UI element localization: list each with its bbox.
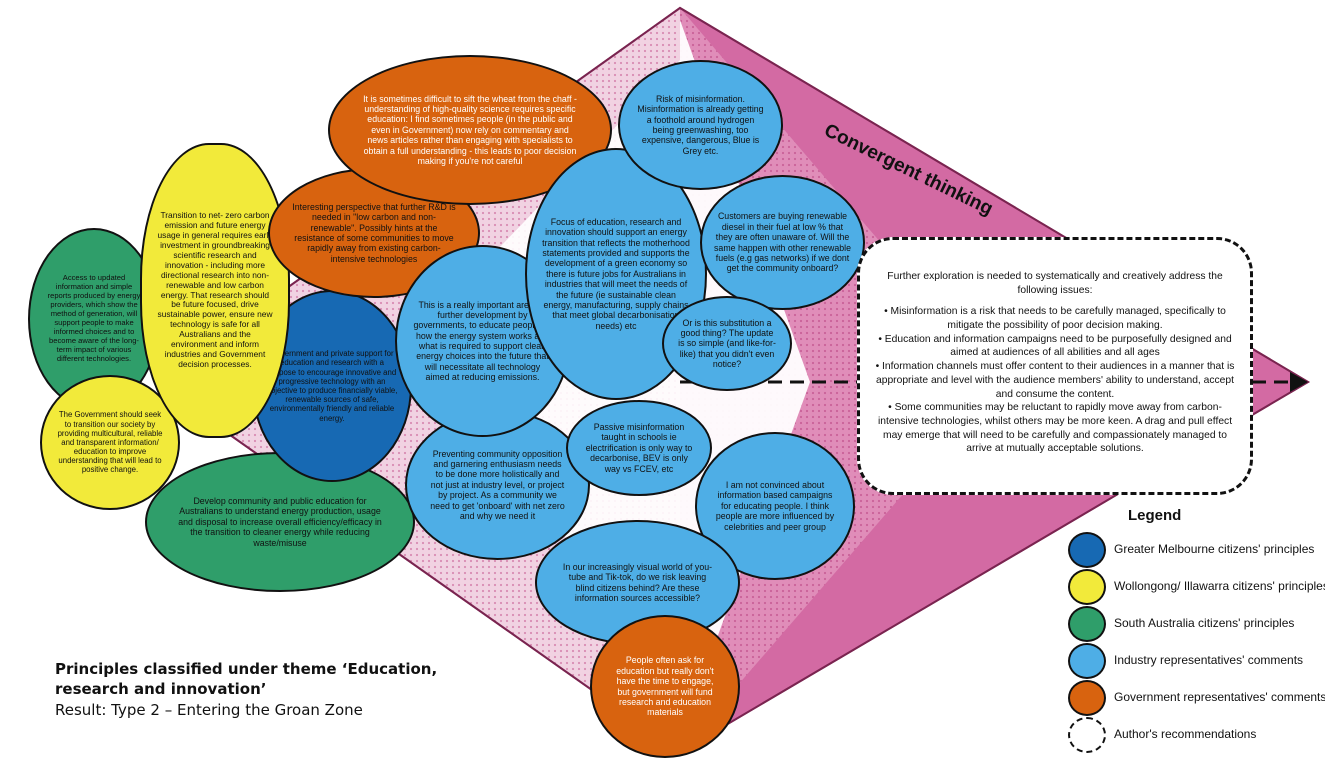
bubble-text: Interesting perspective that further R&D… <box>292 201 456 264</box>
legend-item-south-australia: South Australia citizens' principles <box>1068 606 1325 642</box>
caption-line-2: research and innovation’ <box>55 680 267 698</box>
bubble-text: People often ask for education but reall… <box>616 655 714 718</box>
recommendation-item: Misinformation is a risk that needs to b… <box>874 305 1236 332</box>
legend-label: Industry representatives' comments <box>1114 653 1304 667</box>
legend-item-government: Government representatives' comments <box>1068 680 1325 716</box>
legend-label: Government representatives' comments <box>1114 690 1325 704</box>
bubble-text: Develop community and public education f… <box>178 496 382 548</box>
bubble-text: Focus of education, research and innovat… <box>542 216 690 331</box>
bubble-wollongong-society: The Government should seek to transition… <box>40 375 180 510</box>
legend-swatch <box>1068 569 1106 605</box>
caption-line-3: Result: Type 2 – Entering the Groan Zone <box>55 701 363 719</box>
bubble-text: In our increasingly visual world of you-… <box>562 561 713 603</box>
legend-swatch <box>1068 643 1106 679</box>
bubble-industry-misinformation: Risk of misinformation. Misinformation i… <box>618 60 783 190</box>
author-recommendations-box: Further exploration is needed to systema… <box>857 237 1253 495</box>
legend-swatch <box>1068 606 1106 642</box>
bubble-text: Passive misinformation taught in schools… <box>585 422 693 474</box>
legend-item-wollongong: Wollongong/ Illawarra citizens' principl… <box>1068 569 1325 605</box>
bubble-text: Transition to net- zero carbon emission … <box>157 210 273 369</box>
legend-item-industry: Industry representatives' comments <box>1068 643 1325 679</box>
bubble-industry-passive: Passive misinformation taught in schools… <box>566 400 712 496</box>
legend-item-melbourne: Greater Melbourne citizens' principles <box>1068 532 1325 568</box>
figure-caption: Principles classified under theme ‘Educa… <box>55 659 475 721</box>
legend-swatch <box>1068 680 1106 716</box>
recommendation-item: Education and information campaigns need… <box>874 333 1236 360</box>
bubble-text: The Government should seek to transition… <box>57 410 163 475</box>
legend-label: South Australia citizens' principles <box>1114 616 1295 630</box>
bubble-text: This is a really important area for furt… <box>413 299 552 383</box>
legend-swatch <box>1068 532 1106 568</box>
bubble-industry-customers: Customers are buying renewable diesel in… <box>700 175 865 310</box>
legend-label: Wollongong/ Illawarra citizens' principl… <box>1114 579 1325 593</box>
legend-item-author: Author's recommendations <box>1068 717 1325 753</box>
recommendations-intro: Further exploration is needed to systema… <box>887 271 1223 296</box>
bubble-industry-important: This is a really important area for furt… <box>395 245 570 437</box>
bubble-industry-visual: In our increasingly visual world of you-… <box>535 520 740 645</box>
legend-label: Greater Melbourne citizens' principles <box>1114 542 1315 556</box>
bubble-text: Risk of misinformation. Misinformation i… <box>637 93 764 156</box>
caption-line-1: Principles classified under theme ‘Educa… <box>55 660 438 678</box>
bubble-sa-develop: Develop community and public education f… <box>145 452 415 592</box>
bubble-text: I am not convinced about information bas… <box>715 480 835 532</box>
bubble-gov-time: People often ask for education but reall… <box>590 615 740 758</box>
legend-label: Author's recommendations <box>1114 727 1257 741</box>
bubble-text: Access to updated information and simple… <box>47 273 141 363</box>
bubble-industry-substitution: Or is this substitution a good thing? Th… <box>662 296 792 391</box>
recommendations-list: Misinformation is a risk that needs to b… <box>874 305 1236 456</box>
recommendation-item: Information channels must offer content … <box>874 360 1236 401</box>
arrow-tip <box>1290 372 1308 392</box>
bubble-text: It is sometimes difficult to sift the wh… <box>363 93 577 166</box>
bubble-text: Government and private support for educa… <box>266 349 398 423</box>
legend-swatch <box>1068 717 1106 753</box>
legend-title: Legend <box>1128 507 1182 524</box>
bubble-text: Or is this substitution a good thing? Th… <box>678 317 776 370</box>
bubble-text: Preventing community opposition and garn… <box>430 448 565 521</box>
bubble-wollongong-transition: Transition to net- zero carbon emission … <box>140 143 290 438</box>
bubble-text: Customers are buying renewable diesel in… <box>714 211 851 274</box>
recommendation-item: Some communities may be reluctant to rap… <box>874 401 1236 456</box>
